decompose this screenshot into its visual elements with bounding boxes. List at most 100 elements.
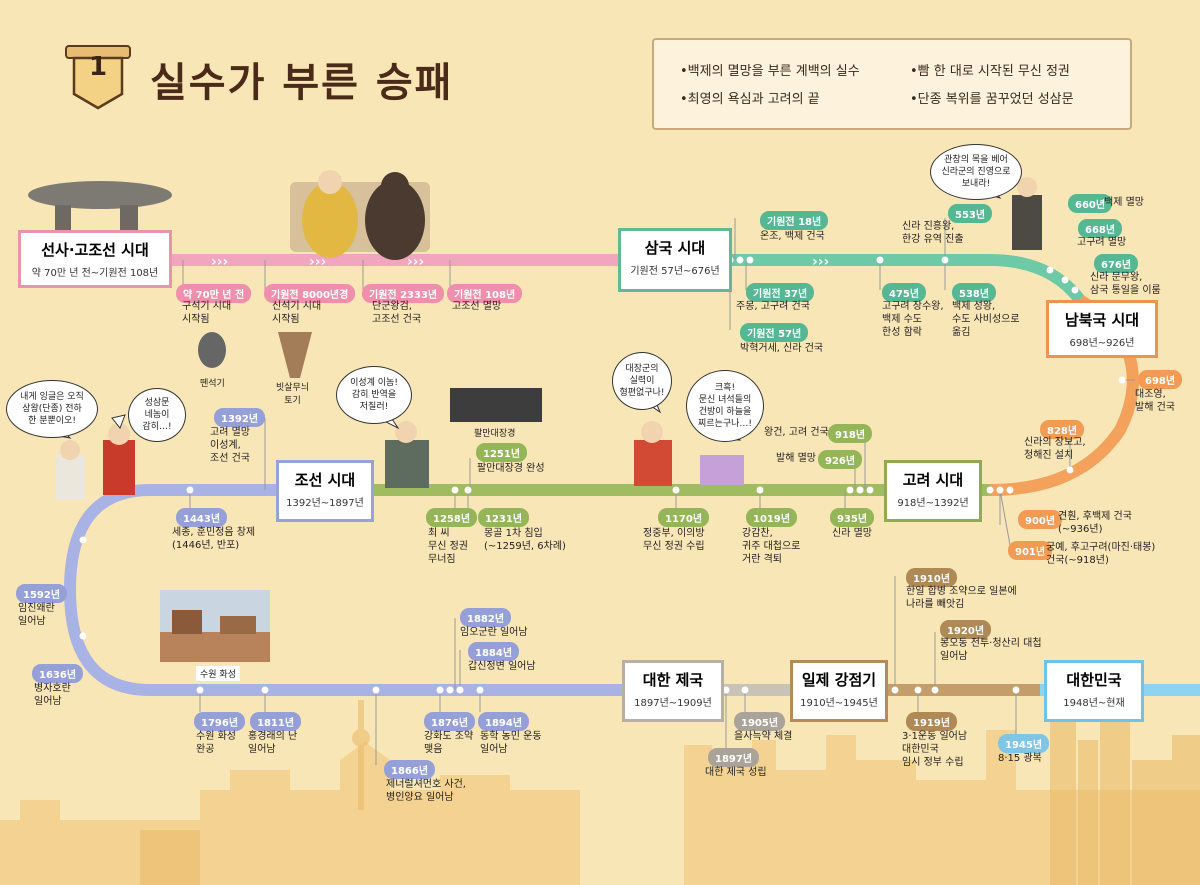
event-year-tag: 1019년: [746, 508, 798, 527]
event-text: 대한 제국 성립: [705, 767, 767, 778]
event-year-tag: 1811년: [250, 712, 302, 731]
king-sejo-illustration: [103, 423, 135, 495]
event-year-tag: 1910년: [906, 568, 958, 587]
event-text: 3·1운동 일어남 대한민국 임시 정부 수립: [902, 731, 968, 768]
era-korean-empire: 대한 제국 1897년~1909년: [622, 660, 724, 722]
speech-bubble: 이성계 이놈! 감히 반역을 저질러!: [336, 366, 412, 424]
era-dates: 약 70만 년 전~기원전 108년: [31, 268, 159, 279]
event-text: 신라 문무왕, 삼국 통일을 이룸: [1090, 272, 1161, 296]
event-text: 신라 진흥왕, 한강 유역 진출: [902, 221, 964, 245]
topics-scroll: •백제의 멸망을 부른 계백의 실수 •빰 한 대로 시작된 무신 정권 •최영…: [652, 38, 1132, 130]
topic-item: •단종 복위를 꿈꾸었던 성삼문: [910, 92, 1074, 107]
era-dates: 1948년~현재: [1063, 698, 1125, 709]
event-connectors: [182, 218, 1135, 765]
title-number: 1: [88, 52, 108, 82]
event-text: 대조영, 발해 건국: [1135, 389, 1175, 413]
era-joseon: 조선 시대 1392년~1897년: [276, 460, 374, 522]
pottery-illustration: [278, 332, 312, 378]
event-year-tag: 1919년: [906, 712, 958, 731]
event-year-tag: 900년: [1018, 510, 1063, 529]
event-text: 고구려 장수왕, 백제 수도 한성 함락: [882, 301, 944, 338]
event-text: 강화도 조약 맺음: [424, 731, 474, 755]
event-year-tag: 538년: [952, 283, 997, 302]
event-text: 수원 화성 완공: [196, 731, 236, 755]
dangun-and-bear-illustration: [290, 170, 430, 260]
event-text: 단군왕검, 고조선 건국: [372, 301, 422, 325]
era-dates: 698년~926년: [1069, 338, 1135, 349]
event-text: 박혁거세, 신라 건국: [740, 343, 824, 354]
event-text: 봉오동 전투·청산리 대첩 일어남: [940, 638, 1042, 662]
event-text: 갑신정변 일어남: [468, 661, 536, 672]
speech-bubble: 성삼문 네놈이 감히…!: [128, 388, 186, 442]
event-year-tag: 1876년: [424, 712, 476, 731]
event-year-tag: 828년: [1040, 420, 1085, 439]
era-name: 대한 제국: [642, 671, 704, 689]
event-text: 백제 멸망: [1104, 197, 1144, 208]
suwon-fortress-photo: [160, 590, 270, 662]
event-year-tag: 553년: [948, 204, 993, 223]
event-text: 구석기 시대 시작됨: [182, 301, 232, 325]
arrow-icon: ›››: [211, 254, 229, 270]
event-year-tag: 1170년: [658, 508, 710, 527]
arrow-icon: ›››: [309, 254, 327, 270]
event-year-tag: 기원전 108년: [447, 284, 523, 303]
event-year-tag: 약 70만 년 전: [176, 284, 252, 303]
era-dates: 1897년~1909년: [634, 698, 712, 709]
event-text: 견훤, 후백제 건국 (~936년): [1058, 511, 1132, 535]
event-text: 고구려 멸망: [1077, 237, 1127, 248]
event-text: 동학 농민 운동 일어남: [480, 731, 542, 755]
topic-item: •빰 한 대로 시작된 무신 정권: [910, 64, 1070, 79]
event-text: 8·15 광복: [998, 753, 1042, 764]
era-goryeo: 고려 시대 918년~1392년: [884, 460, 982, 522]
event-text: 신라 멸망: [832, 528, 872, 539]
arrow-icon: ›››: [407, 254, 425, 270]
era-dates: 기원전 57년~676년: [630, 266, 720, 277]
event-text: 신라의 장보고, 청해진 설치: [1024, 437, 1086, 461]
event-text: 발해 멸망: [776, 453, 816, 464]
event-text: 한일 합병 조약으로 일본에 나라를 빼앗김: [906, 586, 1017, 610]
jeong-jung-bu-illustration: [634, 421, 744, 486]
event-text: 임오군란 일어남: [460, 627, 528, 638]
era-dates: 1392년~1897년: [286, 498, 364, 509]
event-year-tag: 1636년: [32, 664, 84, 683]
event-text: 최 씨 무신 정권 무너짐: [428, 528, 468, 565]
event-year-tag: 1866년: [384, 760, 436, 779]
arrow-icon: ›››: [812, 254, 830, 270]
event-year-tag: 901년: [1008, 541, 1053, 560]
event-year-tag: 698년: [1138, 370, 1183, 389]
event-year-tag: 1592년: [16, 584, 68, 603]
event-year-tag: 1905년: [734, 712, 786, 731]
seong-sammun-illustration: [55, 440, 85, 500]
stone-axe-illustration: [198, 332, 226, 368]
event-text: 신석기 시대 시작됨: [272, 301, 322, 325]
speech-bubble: 관창의 목을 베어 신라군의 진영으로 보내라!: [930, 144, 1022, 200]
stone-axe-caption: 뗀석기: [200, 379, 225, 389]
event-text: 고조선 멸망: [452, 301, 502, 312]
event-year-tag: 기원전 2333년: [362, 284, 445, 303]
event-text: 홍경래의 난 일어남: [248, 731, 298, 755]
event-text: 을사늑약 체결: [734, 731, 793, 742]
event-year-tag: 660년: [1068, 194, 1113, 213]
event-text: 온조, 백제 건국: [760, 231, 825, 242]
event-year-tag: 1882년: [460, 608, 512, 627]
city-silhouette: [140, 700, 1200, 885]
event-year-tag: 926년: [818, 450, 863, 469]
event-year-tag: 기원전 57년: [740, 323, 809, 342]
era-north-south: 남북국 시대 698년~926년: [1046, 300, 1158, 358]
event-year-tag: 기원전 37년: [746, 283, 815, 302]
event-text: 강감찬, 귀주 대첩으로 거란 격퇴: [742, 528, 801, 565]
pottery-caption: 빗살무늬 토기: [276, 383, 310, 406]
event-year-tag: 1894년: [478, 712, 530, 731]
event-year-tag: 1884년: [468, 642, 520, 661]
event-year-tag: 1392년: [214, 408, 266, 427]
era-prehistory: 선사·고조선 시대 약 70만 년 전~기원전 108년: [18, 230, 172, 288]
topic-item: •최영의 욕심과 고려의 끝: [680, 92, 820, 107]
event-year-tag: 1258년: [426, 508, 478, 527]
era-name: 선사·고조선 시대: [41, 241, 149, 259]
event-year-tag: 668년: [1078, 219, 1123, 238]
event-year-tag: 475년: [882, 283, 927, 302]
event-text: 몽골 1차 침입 (~1259년, 6차례): [484, 528, 566, 552]
event-text: 백제 성왕, 수도 사비성으로 옮김: [952, 301, 1020, 338]
era-name: 일제 강점기: [801, 671, 877, 689]
